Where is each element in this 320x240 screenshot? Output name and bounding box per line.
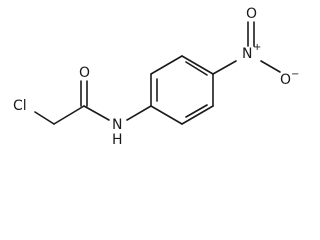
- bond-carbonyl-amide-n: [83, 105, 110, 121]
- ring-bond-6: [150, 105, 183, 125]
- ring-inner-bond-top: [185, 61, 208, 76]
- bond-ch2-carbonyl: [53, 105, 85, 125]
- ring-inner-bond-bottom: [185, 104, 208, 118]
- bond-amide-n-ring: [126, 105, 152, 121]
- bond-cl-ch2: [34, 111, 55, 125]
- atom-amide-hydrogen: H: [112, 132, 123, 148]
- atom-nitro-oxygen-right: O: [280, 72, 291, 88]
- charge-nitro-nitrogen: +: [253, 42, 261, 53]
- charge-nitro-oxygen: −: [291, 69, 299, 80]
- atom-nitro-nitrogen: N: [242, 46, 252, 62]
- ring-bond-5: [181, 105, 214, 125]
- bond-ring-nitro-n: [212, 60, 237, 75]
- atom-carbonyl-oxygen: O: [79, 65, 90, 81]
- atom-nitro-oxygen-top: O: [246, 6, 257, 22]
- ring-bond-2: [150, 55, 183, 75]
- bond-nitro-single: [260, 60, 281, 73]
- ring-bond-3: [181, 55, 214, 75]
- atom-chlorine: Cl: [13, 98, 27, 114]
- chemical-structure: Cl O N H N + O O −: [13, 6, 299, 148]
- atom-amide-nitrogen: N: [112, 117, 122, 133]
